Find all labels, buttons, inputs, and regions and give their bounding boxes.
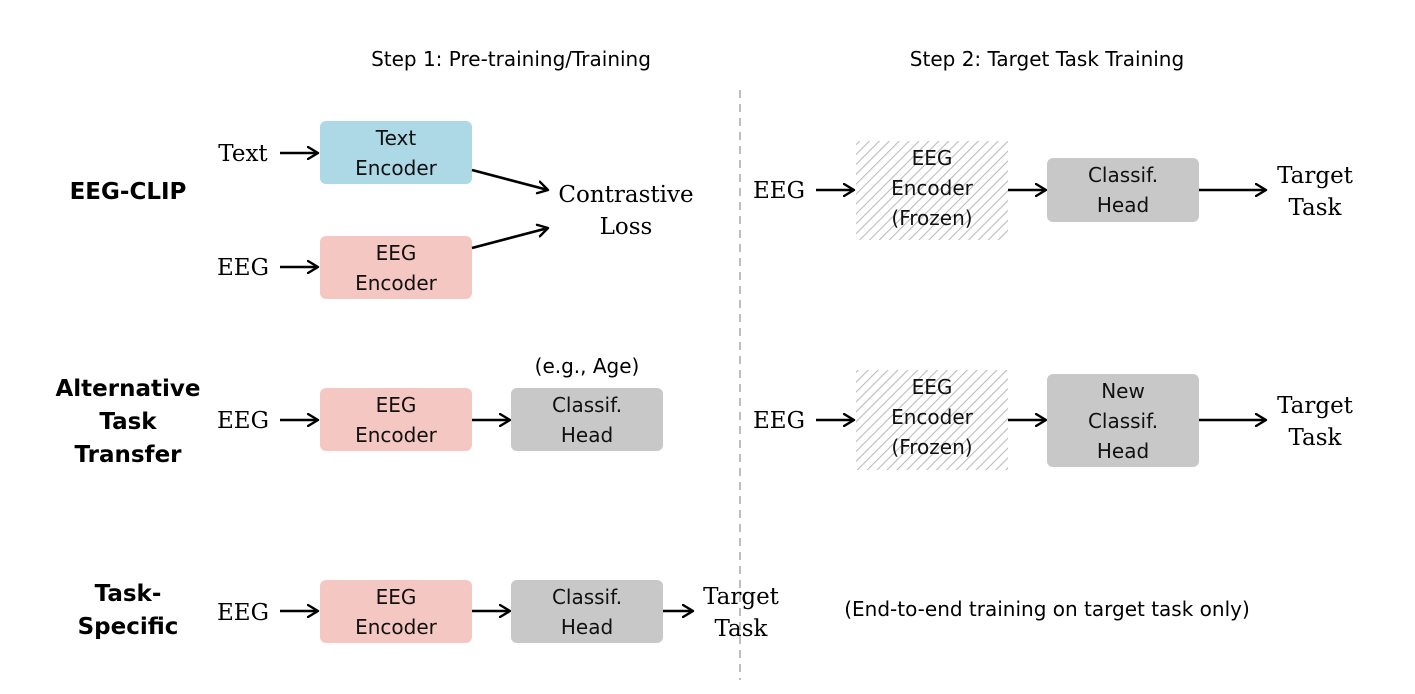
svg-text:(Frozen): (Frozen) bbox=[891, 435, 972, 459]
svg-text:New: New bbox=[1101, 379, 1145, 403]
svg-text:Target: Target bbox=[1277, 393, 1354, 419]
svg-text:EEG: EEG bbox=[376, 241, 417, 265]
svg-text:Target: Target bbox=[1277, 163, 1354, 189]
svg-text:Encoder: Encoder bbox=[355, 156, 438, 180]
eeg-to-loss-arrow bbox=[471, 228, 548, 250]
step2-header: Step 2: Target Task Training bbox=[910, 47, 1184, 71]
eeg-input-label-alt: EEG bbox=[217, 408, 269, 434]
svg-text:EEG: EEG bbox=[912, 146, 953, 170]
svg-text:Classif.: Classif. bbox=[1088, 163, 1158, 187]
svg-text:Target: Target bbox=[703, 584, 780, 610]
eeg-encoder-box-specific: EEG Encoder bbox=[320, 580, 472, 643]
target-task-label-clip: Target Task bbox=[1277, 163, 1354, 221]
svg-text:Specific: Specific bbox=[78, 614, 179, 640]
eeg-encoder-box-alt: EEG Encoder bbox=[320, 388, 472, 451]
row-label-alt-task: Alternative Task Transfer bbox=[56, 376, 201, 468]
target-task-label-specific: Target Task bbox=[703, 584, 780, 642]
svg-text:Head: Head bbox=[1097, 439, 1149, 463]
svg-text:Task: Task bbox=[1288, 425, 1342, 451]
svg-text:(Frozen): (Frozen) bbox=[891, 206, 972, 230]
svg-text:Task: Task bbox=[714, 616, 768, 642]
text-input-label: Text bbox=[218, 141, 268, 167]
svg-text:Classif.: Classif. bbox=[552, 585, 622, 609]
svg-text:Classif.: Classif. bbox=[1088, 409, 1158, 433]
eeg-input-label-clip: EEG bbox=[217, 255, 269, 281]
svg-text:Encoder: Encoder bbox=[355, 615, 438, 639]
row-label-eeg-clip: EEG-CLIP bbox=[70, 179, 187, 205]
end-to-end-note: (End-to-end training on target task only… bbox=[844, 597, 1250, 621]
svg-text:Encoder: Encoder bbox=[355, 423, 438, 447]
svg-text:Text: Text bbox=[375, 126, 417, 150]
target-task-label-alt: Target Task bbox=[1277, 393, 1354, 451]
classifier-head-box-alt: Classif. Head bbox=[511, 388, 663, 451]
head-note-alt: (e.g., Age) bbox=[535, 354, 640, 378]
classifier-head-box-clip-step2: Classif. Head bbox=[1047, 158, 1199, 222]
eeg-input-label-specific: EEG bbox=[217, 600, 269, 626]
svg-text:Task: Task bbox=[99, 409, 157, 435]
svg-text:Head: Head bbox=[561, 615, 613, 639]
svg-text:Transfer: Transfer bbox=[74, 442, 182, 468]
svg-text:Classif.: Classif. bbox=[552, 393, 622, 417]
svg-text:Head: Head bbox=[561, 423, 613, 447]
contrastive-loss-label: Contrastive Loss bbox=[558, 182, 693, 240]
svg-text:Task-: Task- bbox=[95, 581, 162, 607]
step1-header: Step 1: Pre-training/Training bbox=[371, 47, 651, 71]
svg-text:Head: Head bbox=[1097, 193, 1149, 217]
svg-text:Encoder: Encoder bbox=[891, 405, 974, 429]
svg-text:Task: Task bbox=[1288, 195, 1342, 221]
classifier-head-box-specific: Classif. Head bbox=[511, 580, 663, 643]
eeg-encoder-box-clip: EEG Encoder bbox=[320, 236, 472, 299]
text-encoder-box: Text Encoder bbox=[320, 121, 472, 184]
svg-text:Contrastive: Contrastive bbox=[558, 182, 693, 208]
svg-text:EEG: EEG bbox=[376, 585, 417, 609]
text-to-loss-arrow bbox=[471, 168, 548, 190]
svg-text:Encoder: Encoder bbox=[355, 271, 438, 295]
step2-eeg-input-alt: EEG bbox=[753, 408, 805, 434]
frozen-encoder-box-alt: EEG Encoder (Frozen) bbox=[856, 370, 1008, 470]
step2-eeg-input-clip: EEG bbox=[753, 178, 805, 204]
svg-text:Alternative: Alternative bbox=[56, 376, 201, 402]
new-classifier-head-box: New Classif. Head bbox=[1047, 374, 1199, 467]
row-label-task-specific: Task- Specific bbox=[78, 581, 179, 640]
svg-text:Encoder: Encoder bbox=[891, 176, 974, 200]
svg-text:Loss: Loss bbox=[600, 214, 653, 240]
svg-text:EEG: EEG bbox=[912, 375, 953, 399]
svg-text:EEG: EEG bbox=[376, 393, 417, 417]
frozen-encoder-box-clip: EEG Encoder (Frozen) bbox=[856, 141, 1008, 240]
